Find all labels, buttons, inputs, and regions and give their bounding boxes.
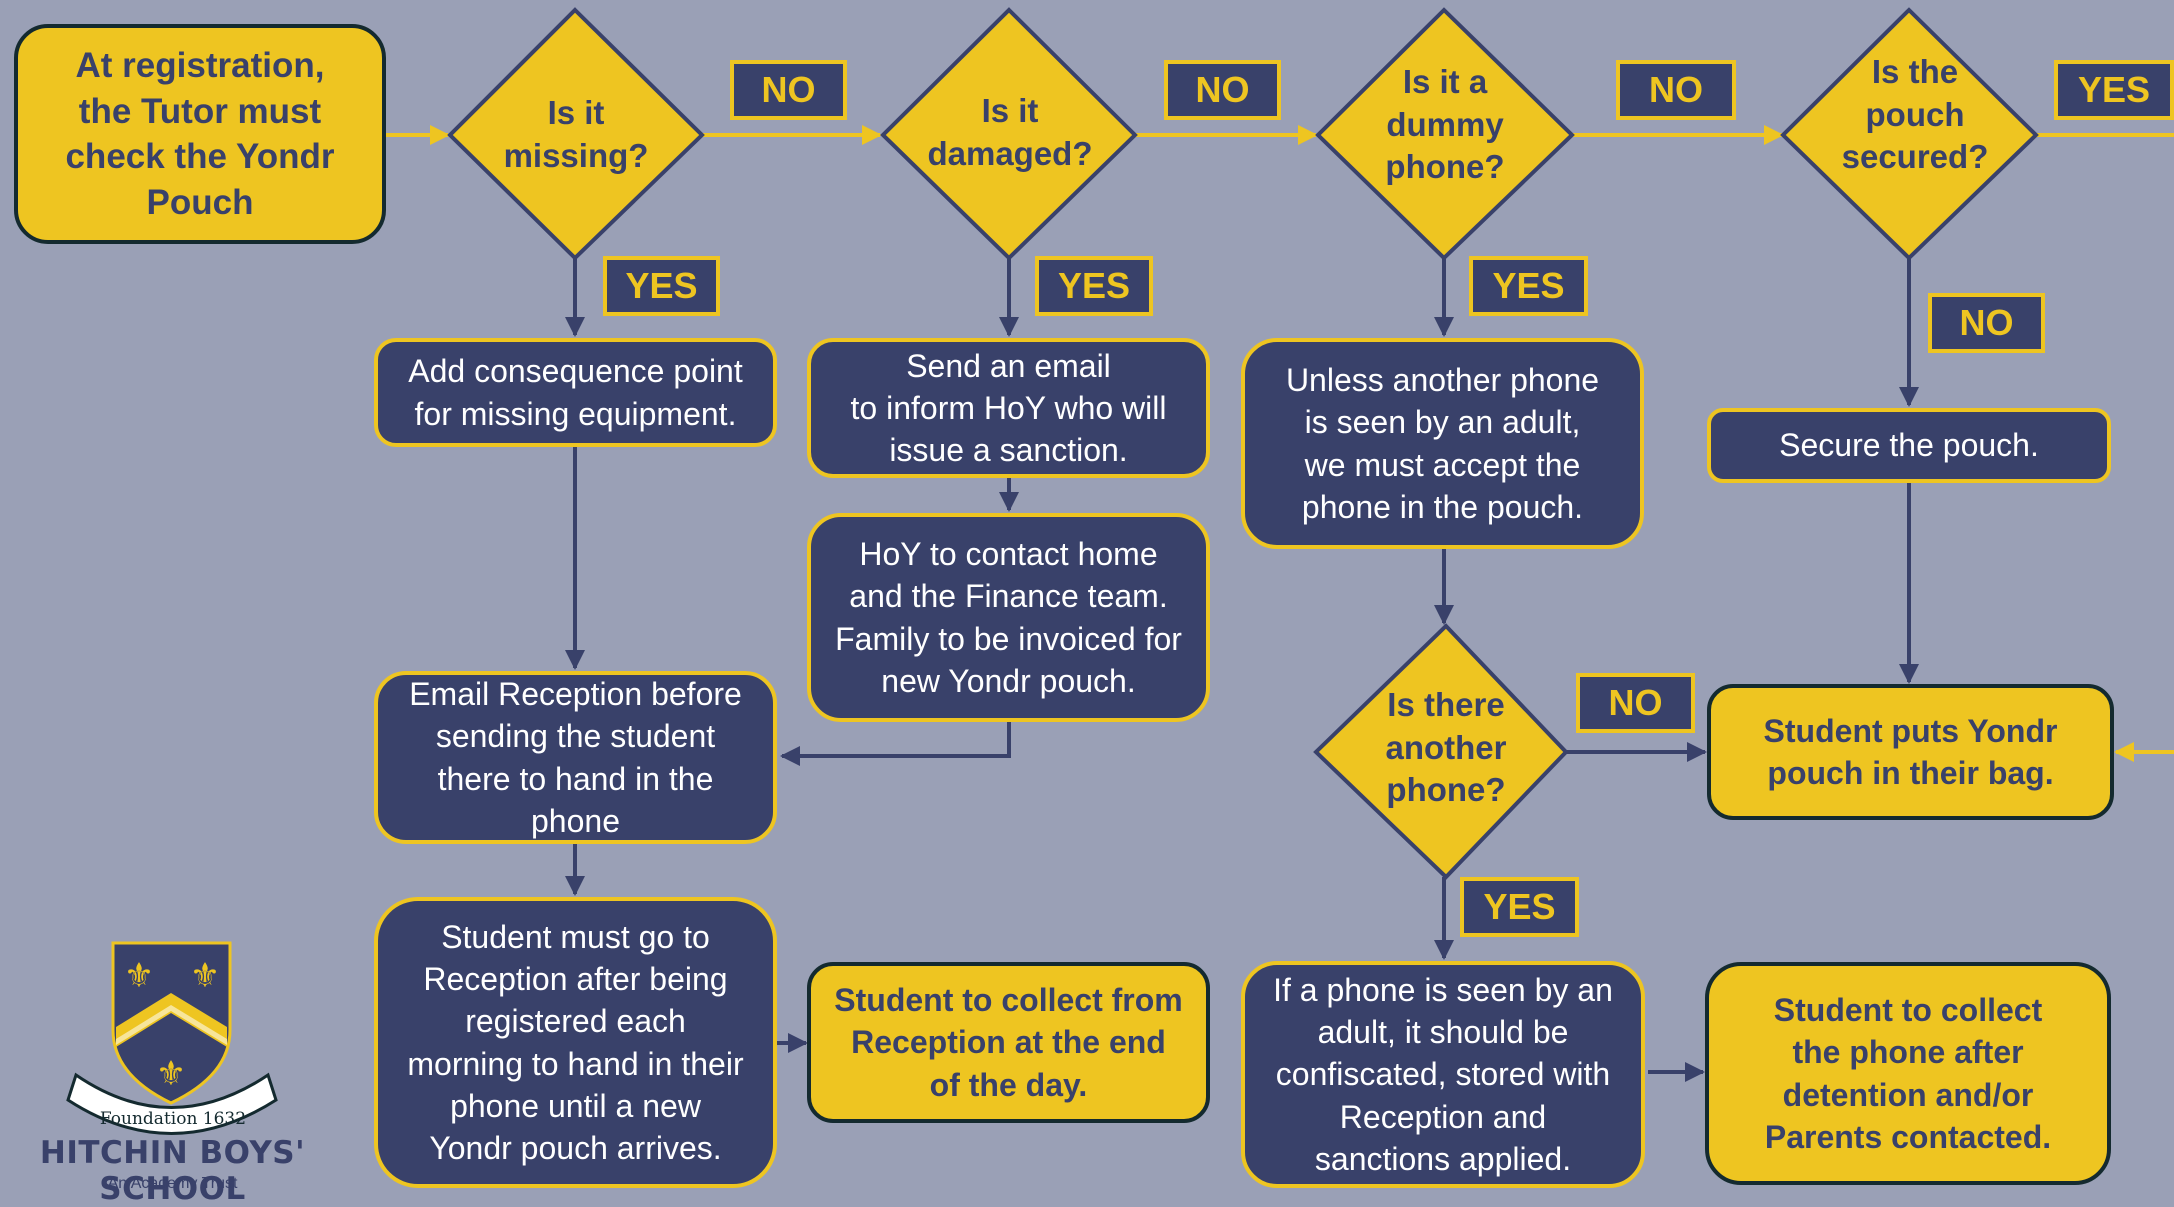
decision-text: phone? bbox=[1386, 771, 1506, 809]
decision-missing: Is it missing? bbox=[476, 70, 676, 200]
outcome-text: Student to collect from bbox=[834, 982, 1183, 1019]
fleur-de-lis-icon: ⚜ bbox=[190, 956, 220, 996]
action-text: sending the student bbox=[435, 718, 716, 755]
action-text: morning to hand in their bbox=[407, 1045, 744, 1082]
decision-text: pouch bbox=[1865, 95, 1965, 133]
outcome-text: pouch in their bag. bbox=[1767, 755, 2054, 791]
action-text: sanctions applied. bbox=[1314, 1140, 1572, 1177]
label-yes: YES bbox=[1035, 256, 1153, 316]
decision-text: Is it a bbox=[1402, 62, 1488, 100]
crest-ribbon bbox=[66, 1072, 278, 1135]
label-yes: YES bbox=[2054, 60, 2174, 120]
fleur-de-lis-icon: ⚜ bbox=[156, 1054, 186, 1094]
start-line: Pouch bbox=[146, 182, 254, 222]
start-line: check the Yondr bbox=[65, 137, 335, 176]
decision-damaged: Is it damaged? bbox=[905, 68, 1115, 198]
outcome-text: the phone after bbox=[1792, 1034, 2024, 1071]
action-text: to inform HoY who will bbox=[850, 389, 1167, 426]
decision-secured: Is the pouch secured? bbox=[1810, 45, 2020, 185]
action-text: Send an email bbox=[906, 347, 1111, 384]
label-no: NO bbox=[1928, 293, 2045, 353]
action-text: new Yondr pouch. bbox=[881, 662, 1136, 699]
label-no: NO bbox=[1616, 60, 1736, 120]
action-text: HoY to contact home bbox=[859, 536, 1158, 573]
decision-dummy-diamond bbox=[1315, 7, 1575, 261]
school-crest-logo: ⚜ ⚜ ⚜ Foundation 1632 bbox=[66, 941, 278, 1135]
outcome-text: Student puts Yondr bbox=[1763, 712, 2058, 749]
action-text: Email Reception before bbox=[409, 676, 742, 713]
decision-text: Is it bbox=[981, 92, 1039, 130]
outcome-collect-end-day: Student to collect from Reception at the… bbox=[807, 962, 1210, 1123]
label-yes: YES bbox=[1469, 256, 1588, 316]
action-unless-phone: Unless another phone is seen by an adult… bbox=[1241, 338, 1644, 549]
decision-damaged-diamond bbox=[880, 7, 1138, 261]
fleur-de-lis-icon: ⚜ bbox=[124, 956, 154, 996]
decision-secured-diamond bbox=[1780, 7, 2039, 261]
decision-missing-diamond bbox=[447, 7, 705, 261]
action-hoy-contact: HoY to contact home and the Finance team… bbox=[807, 513, 1210, 722]
decision-text: missing? bbox=[503, 137, 649, 174]
label-no: NO bbox=[730, 60, 847, 120]
decision-another: Is there another phone? bbox=[1346, 678, 1546, 818]
decision-text: phone? bbox=[1385, 148, 1505, 186]
decision-text: Is it bbox=[547, 94, 605, 132]
action-text: If a phone is seen by an bbox=[1273, 971, 1613, 1008]
outcome-pouch-in-bag: Student puts Yondr pouch in their bag. bbox=[1707, 684, 2114, 820]
action-text: Unless another phone bbox=[1285, 362, 1600, 399]
action-text: phone in the pouch. bbox=[1301, 488, 1584, 525]
action-text: adult, it should be bbox=[1317, 1014, 1569, 1051]
start-line: the Tutor must bbox=[78, 91, 322, 131]
action-text: is seen by an adult, bbox=[1304, 404, 1581, 441]
decision-text: Is the bbox=[1871, 52, 1959, 90]
outcome-collect-detention: Student to collect the phone after deten… bbox=[1705, 962, 2111, 1185]
crest-ribbon-text: Foundation 1632 bbox=[100, 1109, 246, 1129]
action-text: Reception and bbox=[1339, 1098, 1547, 1135]
outcome-text: detention and/or bbox=[1782, 1076, 2034, 1113]
action-email-hoy: Send an email to inform HoY who will iss… bbox=[807, 338, 1210, 478]
decision-text: Is there bbox=[1387, 685, 1505, 723]
decision-text: dummy bbox=[1386, 105, 1504, 143]
action-text: we must accept the bbox=[1304, 446, 1581, 483]
action-go-reception: Student must go to Reception after being… bbox=[374, 897, 777, 1188]
crest-shield bbox=[111, 941, 232, 1105]
crest-chevron bbox=[116, 993, 227, 1047]
action-text: Reception after being bbox=[423, 961, 728, 998]
action-text: confiscated, stored with bbox=[1275, 1056, 1611, 1093]
school-name: HITCHIN BOYS' SCHOOL bbox=[39, 1135, 306, 1207]
action-text: phone bbox=[531, 802, 620, 839]
action-text: phone until a new bbox=[450, 1087, 701, 1124]
start-line: At registration, bbox=[75, 46, 325, 85]
action-confiscated: If a phone is seen by an adult, it shoul… bbox=[1241, 961, 1645, 1188]
label-yes: YES bbox=[1460, 877, 1579, 937]
decision-another-diamond bbox=[1313, 623, 1569, 880]
outcome-text: Student to collect bbox=[1773, 992, 2043, 1029]
decision-text: another bbox=[1385, 728, 1507, 766]
label-no: NO bbox=[1164, 60, 1281, 120]
action-text: Student must go to bbox=[441, 918, 710, 955]
action-text: Add consequence point bbox=[408, 353, 743, 390]
outcome-text: of the day. bbox=[929, 1066, 1088, 1103]
action-text: there to hand in the bbox=[437, 760, 714, 797]
decision-text: secured? bbox=[1841, 138, 1989, 176]
decision-dummy: Is it a dummy phone? bbox=[1345, 55, 1545, 195]
action-text: Yondr pouch arrives. bbox=[429, 1129, 722, 1166]
action-secure-pouch: Secure the pouch. bbox=[1707, 408, 2111, 483]
label-yes: YES bbox=[603, 256, 720, 316]
action-email-reception: Email Reception before sending the stude… bbox=[374, 671, 777, 844]
start-box: At registration, the Tutor must check th… bbox=[14, 24, 386, 244]
outcome-text: Parents contacted. bbox=[1764, 1118, 2052, 1155]
action-text: Family to be invoiced for bbox=[835, 620, 1182, 657]
action-text: registered each bbox=[465, 1003, 686, 1040]
action-text: issue a sanction. bbox=[889, 432, 1128, 469]
outcome-text: Reception at the end bbox=[851, 1024, 1166, 1061]
action-text: Secure the pouch. bbox=[1779, 427, 2039, 464]
arrow-contact-to-email-reception bbox=[780, 722, 1011, 766]
label-no: NO bbox=[1576, 673, 1695, 733]
school-tagline: An Academy Trust bbox=[107, 1175, 238, 1192]
action-text: for missing equipment. bbox=[414, 395, 737, 432]
decision-text: damaged? bbox=[927, 135, 1093, 172]
action-text: and the Finance team. bbox=[849, 578, 1168, 615]
action-consequence: Add consequence point for missing equipm… bbox=[374, 338, 777, 447]
